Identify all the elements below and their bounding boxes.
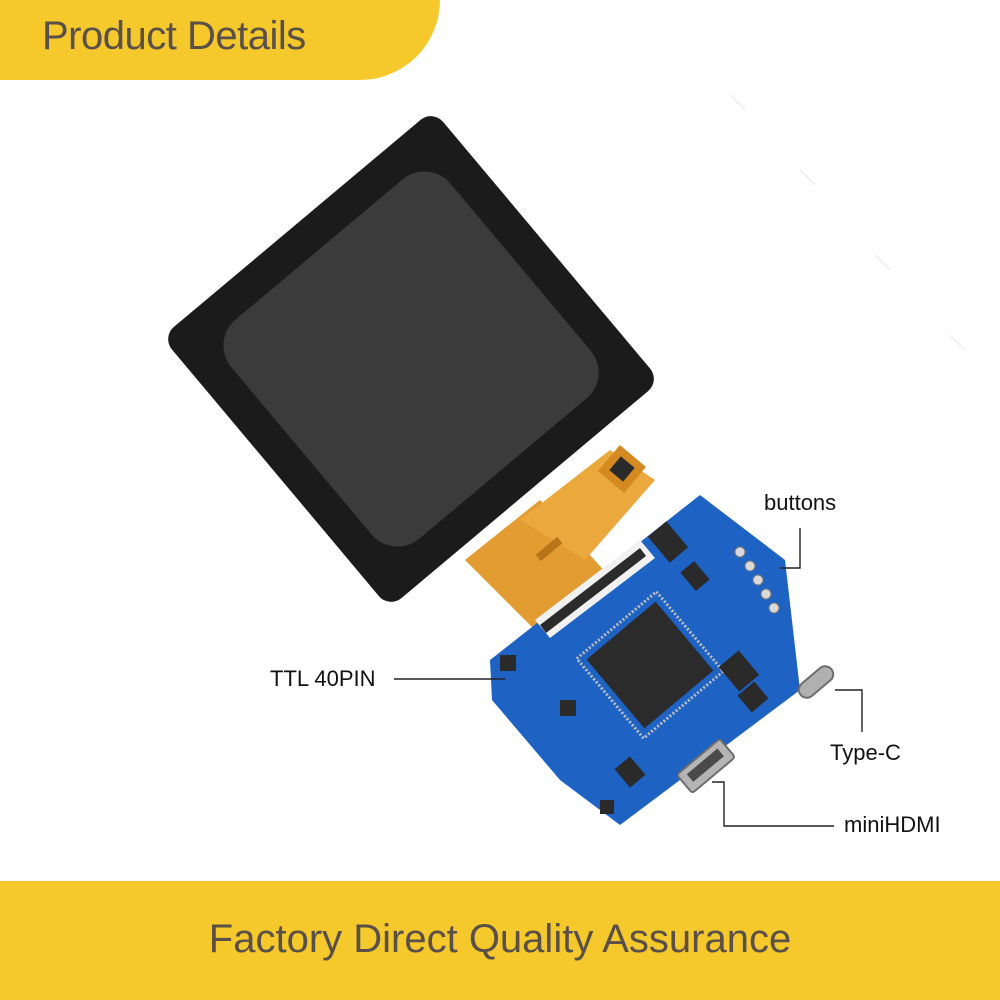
product-illustration: [168, 94, 966, 827]
lcd-display: [168, 116, 654, 602]
ttl-40pin-label: TTL 40PIN: [270, 666, 376, 691]
type-c-label: Type-C: [830, 740, 901, 765]
header-banner: Product Details: [0, 0, 440, 80]
background-streaks: [729, 94, 966, 351]
controller-board: [490, 495, 835, 825]
footer-tagline: Factory Direct Quality Assurance: [208, 917, 792, 961]
minihdmi-label: miniHDMI: [844, 812, 941, 837]
footer-banner: Factory Direct Quality Assurance: [0, 881, 1000, 1000]
page-title: Product Details: [42, 14, 306, 58]
buttons-label: buttons: [764, 490, 837, 515]
callout-lines: [394, 528, 863, 827]
